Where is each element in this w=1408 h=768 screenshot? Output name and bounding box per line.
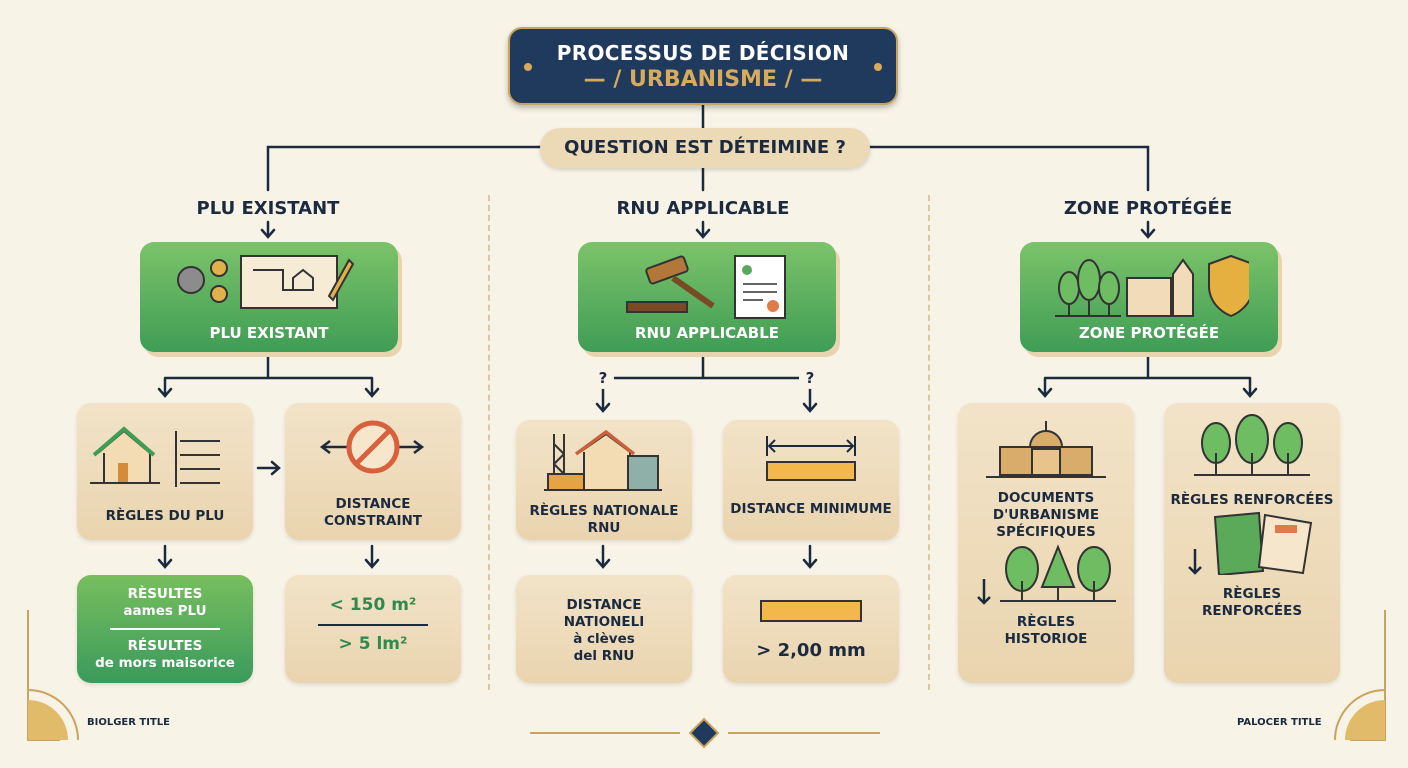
card-result-nationale: DISTANCE NATIONELI à clèves del RNU [516, 575, 692, 683]
heading-rnu: RNU APPLICABLE [616, 198, 790, 219]
column-divider [928, 195, 930, 690]
trees-icon [1194, 414, 1310, 476]
ornament-dot [524, 63, 532, 71]
card-result-minimum: > 2,00 mm [723, 575, 899, 683]
house-rules-icon [90, 426, 220, 487]
pencil-icon [327, 258, 355, 302]
result-text: DISTANCE [566, 597, 642, 613]
card-regles-plu: RÈGLES DU PLU [77, 403, 253, 540]
card-label: RÈGLES RENFORCÉES [1170, 492, 1334, 508]
result-text: > 2,00 mm [756, 640, 866, 661]
trees-icon [1000, 544, 1117, 602]
result-text: RÉSULTES [127, 638, 203, 654]
result-text: > 5 lm² [338, 634, 408, 654]
no-distance-icon [319, 420, 425, 474]
title-line-1: PROCESSUS DE DÉCISION [556, 41, 850, 65]
card-rnu-applicable: RNU APPLICABLE [578, 242, 836, 352]
historic-building-icon [1126, 277, 1172, 317]
card-label: DOCUMENTS D'URBANISME SPÉCIFIQUES [992, 490, 1100, 540]
result-text: aames PLU [123, 603, 207, 619]
ruler-icon [766, 436, 856, 481]
rnu-icons [626, 255, 786, 319]
ornament-dot [874, 63, 882, 71]
question-mark: ? [799, 367, 821, 389]
card-regles-nationale: RÈGLES NATIONALE RNU [516, 420, 692, 540]
question-mark: ? [592, 367, 614, 389]
result-text: < 150 m² [329, 595, 417, 615]
gears-icon [177, 266, 205, 294]
heading-zone: ZONE PROTÉGÉE [1063, 198, 1233, 219]
arrow-down-icon [976, 579, 991, 605]
card-result-distance: < 150 m² > 5 lm² [285, 575, 461, 683]
construction-house-icon [544, 429, 662, 491]
capitol-icon [986, 421, 1106, 478]
result-text: del RNU [573, 648, 635, 664]
card-label: DISTANCE CONSTRAINT [324, 496, 422, 529]
card-documents-urbanisme: DOCUMENTS D'URBANISME SPÉCIFIQUES RÈGLES… [958, 403, 1134, 683]
card-distance-minimum: DISTANCE MINIMUME [723, 420, 899, 540]
card-label: RÈGLES NATIONALE RNU [529, 503, 679, 536]
blueprint-icon [240, 255, 338, 309]
card-plu-existant: PLU EXISTANT [140, 242, 398, 352]
result-text: à clèves [573, 631, 635, 647]
card-label: PLU EXISTANT [209, 324, 329, 342]
card-label: RÈGLES DU PLU [105, 508, 225, 524]
footer-left-title: BIOLGER TITLE [87, 717, 171, 728]
result-text: NATIONELI [563, 614, 645, 630]
trees-icon [1058, 259, 1120, 305]
arrow-down-icon [1187, 549, 1202, 575]
plu-icons [177, 255, 355, 309]
gavel-icon [645, 255, 689, 285]
ruler-icon [760, 600, 862, 622]
result-text: RÈSULTES [127, 586, 203, 602]
books-icon [1214, 511, 1313, 577]
card-zone-protegee: ZONE PROTÉGÉE [1020, 242, 1278, 352]
divider [318, 624, 428, 626]
question-pill: QUESTION EST DÉTEIMINE ? [540, 128, 870, 168]
title-line-2: — / URBANISME / — [583, 67, 823, 92]
card-label: ZONE PROTÉGÉE [1078, 324, 1220, 342]
zone-icons [1055, 254, 1254, 318]
divider [110, 628, 220, 630]
card-result-plu: RÈSULTES aames PLU RÉSULTES de mors mais… [77, 575, 253, 683]
footer-right-title: PALOCER TITLE [1237, 717, 1322, 728]
card-label: DISTANCE MINIMUME [730, 501, 892, 517]
card-distance-constraint: DISTANCE CONSTRAINT [285, 403, 461, 540]
column-divider [488, 195, 490, 690]
result-text: de mors maisorice [95, 655, 235, 671]
title-banner: PROCESSUS DE DÉCISION — / URBANISME / — [508, 27, 898, 105]
heading-plu: PLU EXISTANT [196, 198, 340, 219]
shield-icon [1208, 254, 1254, 318]
card-label: RNU APPLICABLE [634, 324, 780, 342]
